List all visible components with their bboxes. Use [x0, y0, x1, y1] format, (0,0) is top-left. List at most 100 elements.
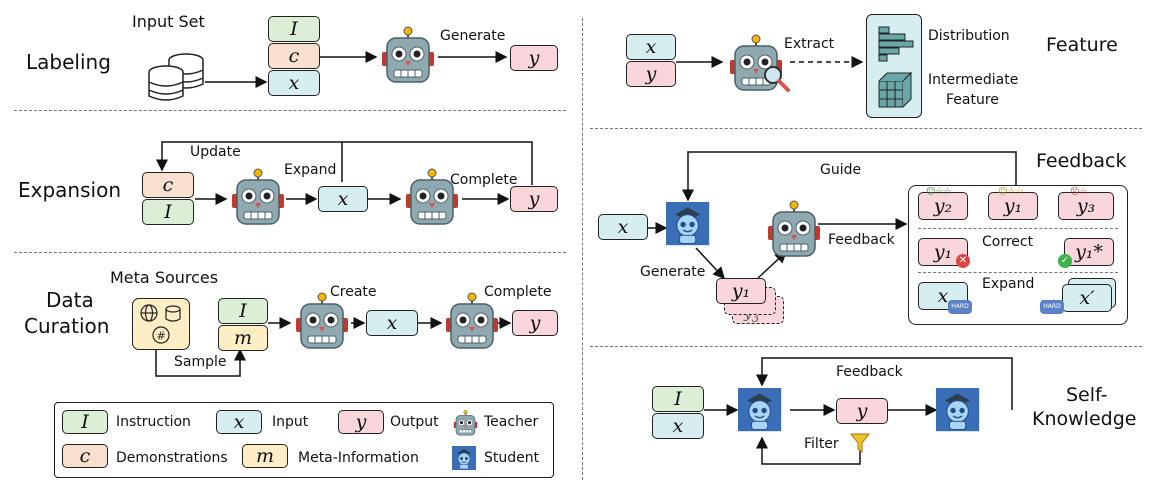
legend	[54, 402, 554, 478]
feature-panel	[866, 14, 922, 118]
expanded-input-box: x′	[1062, 284, 1112, 312]
legend-instruction-swatch: I	[62, 410, 108, 434]
ranked-output-3: y₃	[1058, 192, 1114, 220]
input-box: x	[268, 70, 320, 96]
generate-label: Generate	[440, 28, 506, 44]
filter-label: Filter	[804, 436, 839, 452]
arrow-y-to-update	[342, 141, 533, 185]
legend-instruction-label: Instruction	[116, 414, 191, 430]
output-box: y	[510, 45, 558, 71]
teacher-robot-icon	[228, 168, 288, 232]
section-title-data: Data	[46, 288, 94, 312]
input-box: x	[318, 186, 368, 212]
svg-text:#: #	[157, 330, 166, 343]
instruction-box: I	[142, 199, 194, 225]
extract-label: Extract	[784, 36, 835, 52]
legend-output-label: Output	[390, 414, 439, 430]
demonstration-box: c	[142, 172, 194, 198]
teacher-robot-icon	[442, 292, 502, 356]
teacher-robot-icon	[452, 410, 479, 441]
input-box: x	[626, 34, 676, 60]
magnifier-icon	[762, 64, 792, 98]
feedback-inner-divider-2	[918, 272, 1118, 273]
arrow-student-to-y1	[695, 247, 726, 280]
instruction-box: I	[268, 16, 320, 42]
check-icon: ✓	[1058, 254, 1072, 268]
update-label: Update	[190, 144, 241, 160]
section-title-curation: Curation	[24, 314, 110, 338]
student-robot-icon	[738, 388, 782, 435]
arrow-guide-loop	[682, 151, 1017, 202]
generate-label: Generate	[640, 264, 706, 280]
teacher-robot-icon	[378, 26, 438, 90]
section-title-knowledge: Knowledge	[1032, 408, 1137, 430]
hash-icon	[152, 326, 170, 344]
legend-demonstration-swatch: c	[62, 444, 108, 468]
output-box: y	[510, 186, 558, 212]
divider-labeling	[14, 110, 566, 111]
histogram-icon	[878, 26, 914, 62]
feedback-inner-divider-1	[918, 228, 1118, 229]
teacher-robot-icon	[764, 200, 824, 264]
ranked-output-2: y₁	[988, 192, 1038, 220]
sample-label: Sample	[174, 354, 227, 370]
divider-feedback	[590, 346, 1142, 347]
hard-badge-1: HARD	[948, 300, 972, 314]
legend-input-label: Input	[272, 414, 309, 430]
section-title-labeling: Labeling	[26, 50, 111, 74]
input-set-label: Input Set	[132, 12, 205, 31]
database-icon	[146, 52, 208, 108]
star-rating-icon: ☺☆☆	[998, 187, 1024, 197]
input-box: x	[366, 310, 418, 336]
legend-meta-swatch: m	[242, 444, 288, 468]
filter-funnel-icon	[849, 432, 871, 458]
legend-demonstrations-label: Demonstrations	[116, 450, 228, 466]
meta-information-box: m	[218, 325, 268, 351]
feedback-label: Feedback	[836, 364, 903, 380]
intermediate-label: Intermediate	[928, 72, 1019, 88]
divider-expansion	[14, 252, 566, 253]
expand-label: Expand	[284, 162, 337, 178]
instruction-box: I	[652, 386, 704, 412]
section-title-expansion: Expansion	[18, 178, 121, 202]
output-box: y	[512, 310, 558, 336]
instruction-box: I	[218, 298, 268, 324]
arrow-meta-to-sample	[155, 348, 246, 377]
guide-label: Guide	[820, 162, 862, 178]
arrow-filter-loop	[756, 436, 861, 465]
expand-label: Expand	[982, 276, 1035, 292]
section-title-feedback: Feedback	[1036, 150, 1127, 172]
meta-sources-label: Meta Sources	[110, 268, 219, 287]
vertical-divider	[582, 18, 583, 480]
legend-input-swatch: x	[216, 410, 262, 434]
demonstration-box: c	[268, 43, 320, 69]
feature-word-label: Feature	[946, 92, 999, 108]
output-box: y	[836, 398, 888, 424]
legend-output-swatch: y	[338, 410, 384, 434]
input-box: x	[598, 214, 648, 240]
arrow-update-loop	[156, 141, 343, 182]
legend-meta-information-label: Meta-Information	[298, 450, 419, 466]
output-box: y	[626, 61, 676, 87]
teacher-robot-icon	[402, 168, 462, 232]
ranked-output-1: y₂	[918, 192, 968, 220]
star-rating-icon: ☺☆☆	[926, 187, 952, 197]
cross-icon: ✕	[956, 254, 970, 268]
student-robot-icon	[666, 202, 710, 249]
correct-label: Correct	[982, 234, 1034, 250]
section-title-feature: Feature	[1046, 34, 1118, 56]
distribution-label: Distribution	[928, 28, 1010, 44]
legend-student-label: Student	[484, 450, 540, 466]
create-label: Create	[330, 284, 377, 300]
arrow-feedback-loop	[756, 357, 1013, 410]
meta-sources-card: #	[132, 298, 190, 350]
complete-label: Complete	[484, 284, 552, 300]
student-robot-icon	[936, 388, 980, 435]
student-robot-icon	[452, 446, 476, 474]
divider-feature	[590, 128, 1142, 129]
hard-badge-2: HARD	[1040, 300, 1064, 314]
legend-teacher-label: Teacher	[484, 414, 539, 430]
complete-label: Complete	[450, 172, 518, 188]
input-box: x	[652, 413, 704, 439]
